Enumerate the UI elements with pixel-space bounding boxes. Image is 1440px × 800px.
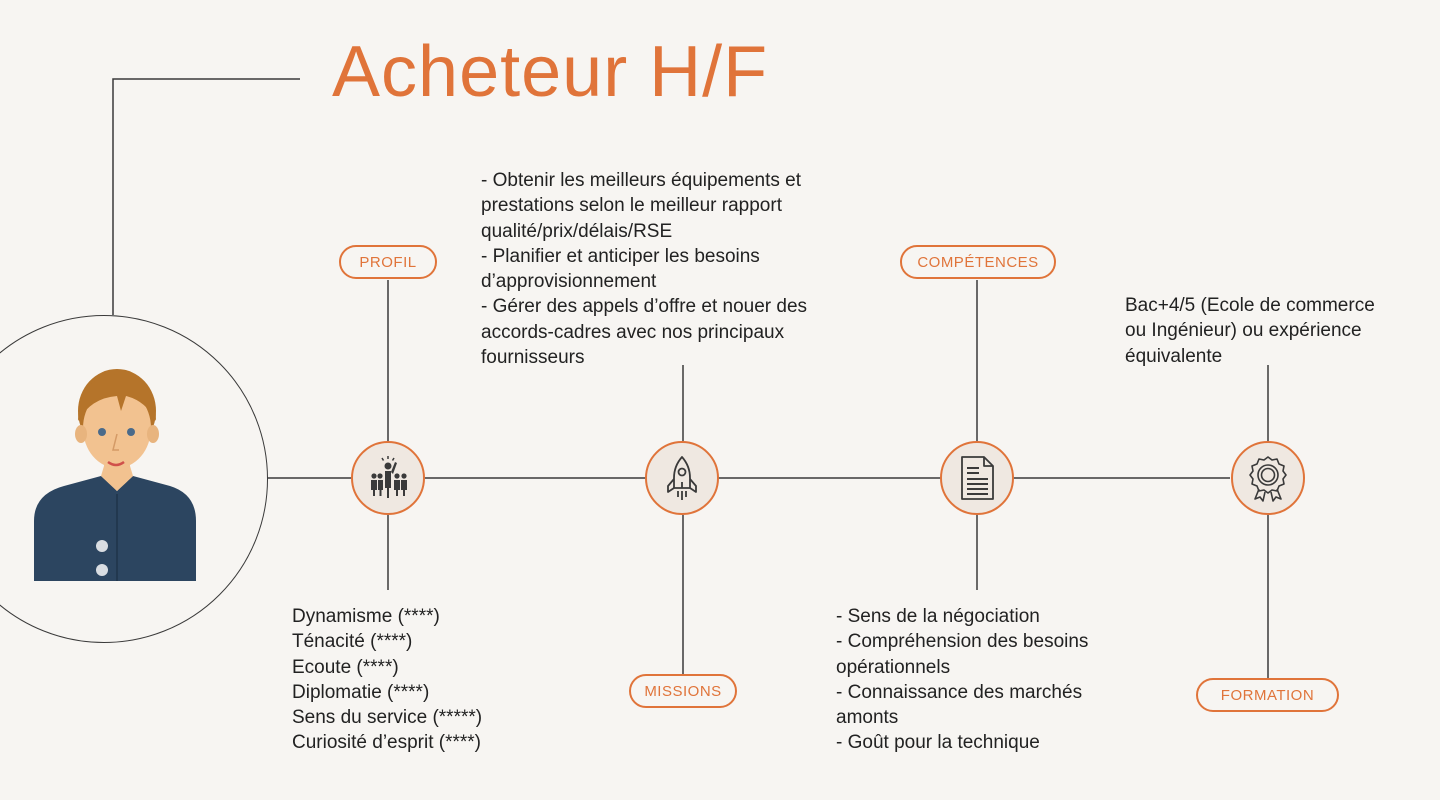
text-line: Bac+4/5 (Ecole de commerce: [1125, 295, 1375, 316]
tag-competences: COMPÉTENCES: [900, 245, 1056, 279]
document-icon: [961, 456, 994, 500]
text-line: fournisseurs: [481, 347, 585, 369]
text-line: - Obtenir les meilleurs équipements et: [481, 170, 801, 191]
text-line: prestations selon le meilleur rapport: [481, 195, 782, 217]
text-line: opérationnels: [836, 656, 951, 678]
list-item: Sens du service (*****): [292, 707, 483, 729]
text-line: amonts: [836, 707, 899, 729]
node-profil: [351, 441, 425, 515]
list-item: Ténacité (****): [292, 631, 413, 653]
page-title: Acheteur H/F: [332, 32, 769, 112]
formation-text: Bac+4/5 (Ecole de commerce ou Ingénieur)…: [1125, 293, 1375, 369]
tag-formation: FORMATION: [1196, 678, 1339, 712]
text-line: - Planifier et anticiper les besoins: [481, 245, 760, 267]
node-competences: [940, 441, 1014, 515]
profil-list: Dynamisme (****) Ténacité (****) Ecoute …: [292, 604, 482, 756]
rocket-icon: [667, 456, 697, 500]
award-badge-icon: [1249, 456, 1287, 502]
node-missions: [645, 441, 719, 515]
text-line: - Gérer des appels d’offre et nouer des: [481, 296, 808, 318]
text-line: équivalente: [1125, 345, 1223, 367]
tag-profil: PROFIL: [339, 245, 437, 279]
text-line: d’approvisionnement: [481, 271, 657, 293]
text-line: accords-cadres avec nos principaux: [481, 321, 785, 343]
missions-text: - Obtenir les meilleurs équipements et p…: [481, 168, 807, 370]
list-item: Diplomatie (****): [292, 681, 430, 703]
text-line: qualité/prix/délais/RSE: [481, 220, 673, 242]
node-formation: [1231, 441, 1305, 515]
list-item: Dynamisme (****): [292, 606, 440, 627]
list-item: Curiosité d’esprit (****): [292, 732, 482, 754]
list-item: Ecoute (****): [292, 656, 399, 678]
team-leader-icon: [371, 456, 407, 498]
text-line: - Connaissance des marchés: [836, 681, 1083, 703]
person-illustration: [34, 369, 196, 581]
text-line: - Goût pour la technique: [836, 732, 1040, 754]
text-line: - Compréhension des besoins: [836, 631, 1089, 653]
competences-list: - Sens de la négociation - Compréhension…: [836, 604, 1088, 756]
text-line: ou Ingénieur) ou expérience: [1125, 320, 1362, 342]
avatar: [0, 315, 268, 643]
text-line: - Sens de la négociation: [836, 606, 1040, 627]
title-connector: [112, 78, 300, 315]
tag-missions: MISSIONS: [629, 674, 737, 708]
